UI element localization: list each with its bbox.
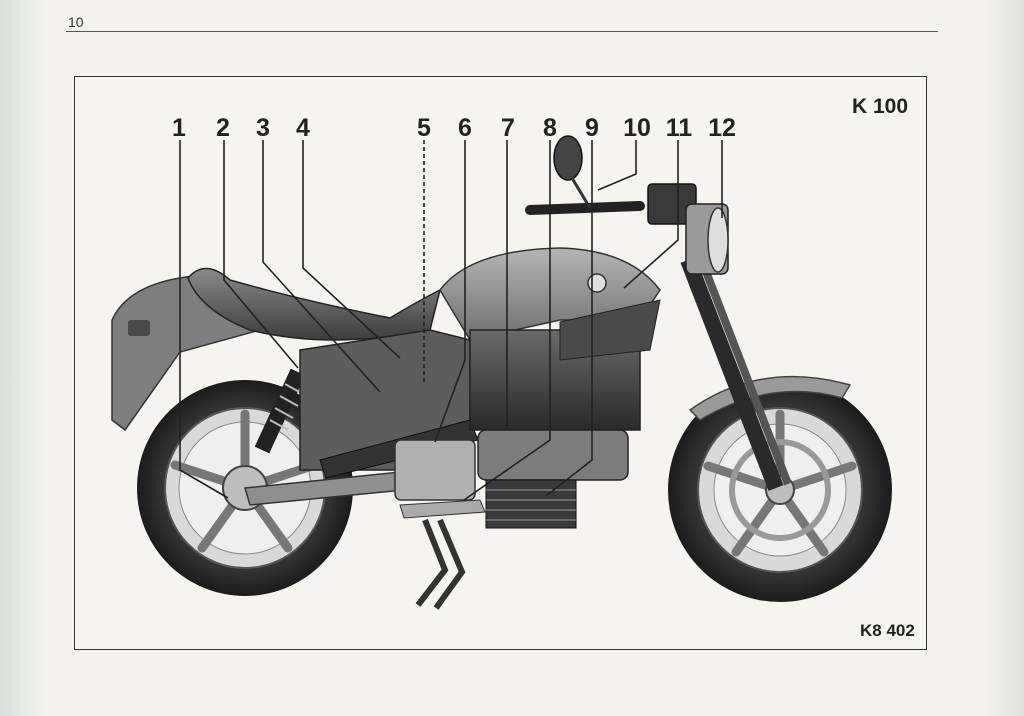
page-number: 10 xyxy=(68,14,84,30)
mirror-icon xyxy=(553,135,583,181)
figure-code: K8 402 xyxy=(860,621,915,640)
callout-9: 9 xyxy=(585,114,599,142)
callout-5: 5 xyxy=(417,114,431,142)
callout-6: 6 xyxy=(458,114,472,142)
tail-light xyxy=(128,320,150,336)
seat xyxy=(187,267,442,341)
page-edge-shadow xyxy=(984,0,1024,716)
page-binding-shadow xyxy=(0,0,44,716)
callout-3: 3 xyxy=(256,114,270,142)
callout-7: 7 xyxy=(501,114,515,142)
callout-2: 2 xyxy=(216,114,230,142)
callout-10: 10 xyxy=(623,114,651,142)
callout-4: 4 xyxy=(296,114,310,142)
callout-leader-lines xyxy=(179,140,723,501)
headlight-assembly xyxy=(647,183,729,275)
engine-block xyxy=(394,299,661,529)
badge-icon xyxy=(587,273,607,293)
handlebar xyxy=(525,135,645,215)
front-wheel xyxy=(668,378,892,602)
front-fork xyxy=(680,254,792,491)
exhaust-pipe xyxy=(399,499,486,519)
header-rule xyxy=(66,31,938,32)
callout-12: 12 xyxy=(708,114,736,142)
callout-1: 1 xyxy=(172,114,186,142)
callout-8: 8 xyxy=(543,114,557,142)
callout-11: 11 xyxy=(665,114,693,142)
model-label: K 100 xyxy=(852,95,909,118)
center-stand xyxy=(415,518,466,610)
